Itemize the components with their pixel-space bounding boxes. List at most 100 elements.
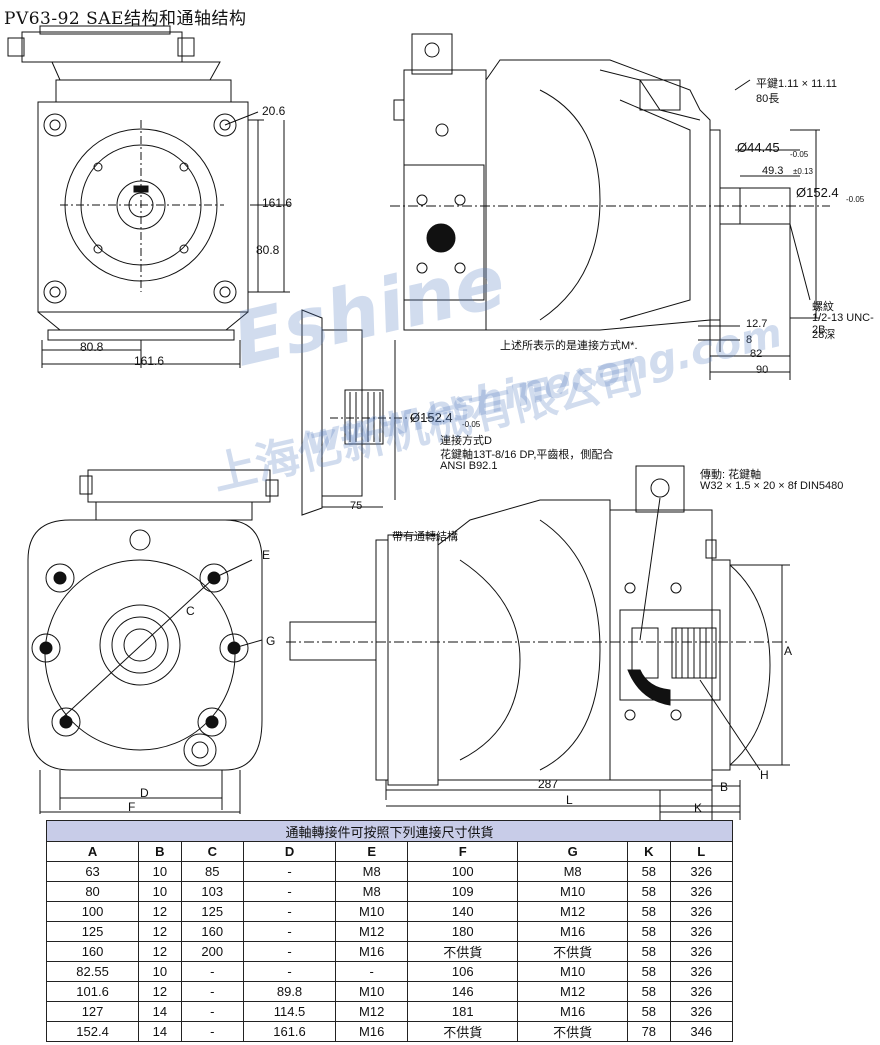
dia-152-4: Ø152.4: [796, 185, 839, 200]
top-front-view: [7, 25, 290, 368]
table-cell: 10: [138, 861, 182, 882]
table-cell: 326: [669, 961, 734, 982]
table-cell: 125: [45, 921, 140, 942]
dim-161-6-horizontal: 161.6: [134, 354, 165, 368]
table-cell: -: [180, 1021, 244, 1042]
table-cell: M8: [335, 861, 409, 882]
table-cell: 不供貨: [517, 941, 629, 962]
table-cell: 180: [407, 921, 519, 942]
dim-B: B: [720, 780, 729, 794]
table-cell: -: [180, 961, 244, 982]
table-cell: -: [242, 881, 337, 902]
col-header: F: [407, 841, 519, 862]
table-cell: 160: [180, 921, 244, 942]
thread-label: 螺紋: [812, 301, 834, 313]
dim-H: H: [760, 768, 769, 782]
table-cell: 不供貨: [517, 1021, 629, 1042]
label-E: E: [262, 548, 271, 562]
table-cell: M16: [517, 1001, 629, 1022]
table-cell: M16: [335, 941, 409, 962]
table-cell: 78: [627, 1021, 671, 1042]
table-cell: -: [242, 921, 337, 942]
table-caption: 通軸轉接件可按照下列連接尺寸供貨: [46, 820, 733, 842]
table-cell: 85: [180, 861, 244, 882]
page-title: PV63-92 SAE结构和通轴结构: [4, 9, 247, 29]
spline-note-3: ANSI B92.1: [440, 460, 498, 472]
table-cell: 326: [669, 861, 734, 882]
table-cell: 12: [138, 901, 182, 922]
table-cell: 326: [669, 881, 734, 902]
spline-note-1: 連接方式D: [440, 435, 492, 447]
dim-A: A: [784, 644, 793, 658]
table-cell: M10: [517, 961, 629, 982]
table-cell: 12: [138, 941, 182, 962]
table-cell: 82.55: [45, 961, 140, 982]
table-cell: M16: [335, 1021, 409, 1042]
table-cell: 160: [45, 941, 140, 962]
table-cell: 14: [138, 1001, 182, 1022]
table-cell: 12: [138, 921, 182, 942]
table-cell: 326: [669, 941, 734, 962]
dim-8: 8: [746, 334, 753, 346]
thread-spec: 1/2-13 UNC-2B: [812, 312, 874, 336]
col-header: D: [242, 841, 337, 862]
spline-note-2: 花鍵軸13T-8/16 DP,平齒根，側配合: [440, 449, 614, 461]
table-cell: 103: [180, 881, 244, 902]
table-cell: 146: [407, 981, 519, 1002]
dim-161-6-vertical: 161.6: [262, 196, 293, 210]
table-cell: 326: [669, 1001, 734, 1022]
table-cell: M10: [335, 901, 409, 922]
table-cell: M12: [335, 1001, 409, 1022]
table-cell: -: [242, 861, 337, 882]
table-cell: 58: [627, 961, 671, 982]
col-header: C: [180, 841, 244, 862]
dia-44-45: Ø44.45: [737, 140, 780, 155]
top-side-view: [390, 33, 830, 380]
col-header: B: [138, 841, 182, 862]
dim-12-7: 12.7: [746, 318, 768, 330]
dim-49-3: 49.3: [762, 165, 784, 177]
connection-note: 上述所表示的是連接方式M*.: [500, 340, 638, 352]
dim-82: 82: [750, 348, 763, 360]
table-cell: 106: [407, 961, 519, 982]
table-cell: 114.5: [242, 1001, 337, 1022]
dim-K: K: [694, 801, 703, 815]
table-cell: 63: [45, 861, 140, 882]
label-D: D: [140, 786, 149, 800]
spline-dia-tolerance: -0.05: [462, 420, 481, 429]
table-cell: 58: [627, 981, 671, 1002]
bottom-side-view: [286, 465, 790, 820]
table-cell: 152.4: [45, 1021, 140, 1042]
table-cell: 100: [407, 861, 519, 882]
table-cell: 161.6: [242, 1021, 337, 1042]
table-cell: -: [242, 961, 337, 982]
table-header-row: A B C D E F G K L: [45, 841, 734, 862]
thread-depth: 28深: [812, 329, 836, 341]
label-G: G: [266, 634, 276, 648]
table-cell: 140: [407, 901, 519, 922]
col-header: E: [335, 841, 409, 862]
table-cell: -: [180, 981, 244, 1002]
dim-49-3-tolerance: ±0.13: [793, 167, 813, 176]
dim-90: 90: [756, 364, 769, 376]
technical-drawing: [7, 25, 830, 820]
key-label: 平鍵1.11 × 11.11: [756, 78, 838, 90]
table-cell: 326: [669, 921, 734, 942]
table-cell: 89.8: [242, 981, 337, 1002]
table-cell: 12: [138, 981, 182, 1002]
table-cell: -: [242, 901, 337, 922]
table-cell: -: [180, 1001, 244, 1022]
table-cell: M12: [517, 981, 629, 1002]
table-cell: 109: [407, 881, 519, 902]
dim-75: 75: [350, 500, 363, 512]
table-cell: 58: [627, 901, 671, 922]
dia-44-45-tolerance: -0.05: [790, 150, 809, 159]
table-cell: M10: [335, 981, 409, 1002]
table-cell: 346: [669, 1021, 734, 1042]
